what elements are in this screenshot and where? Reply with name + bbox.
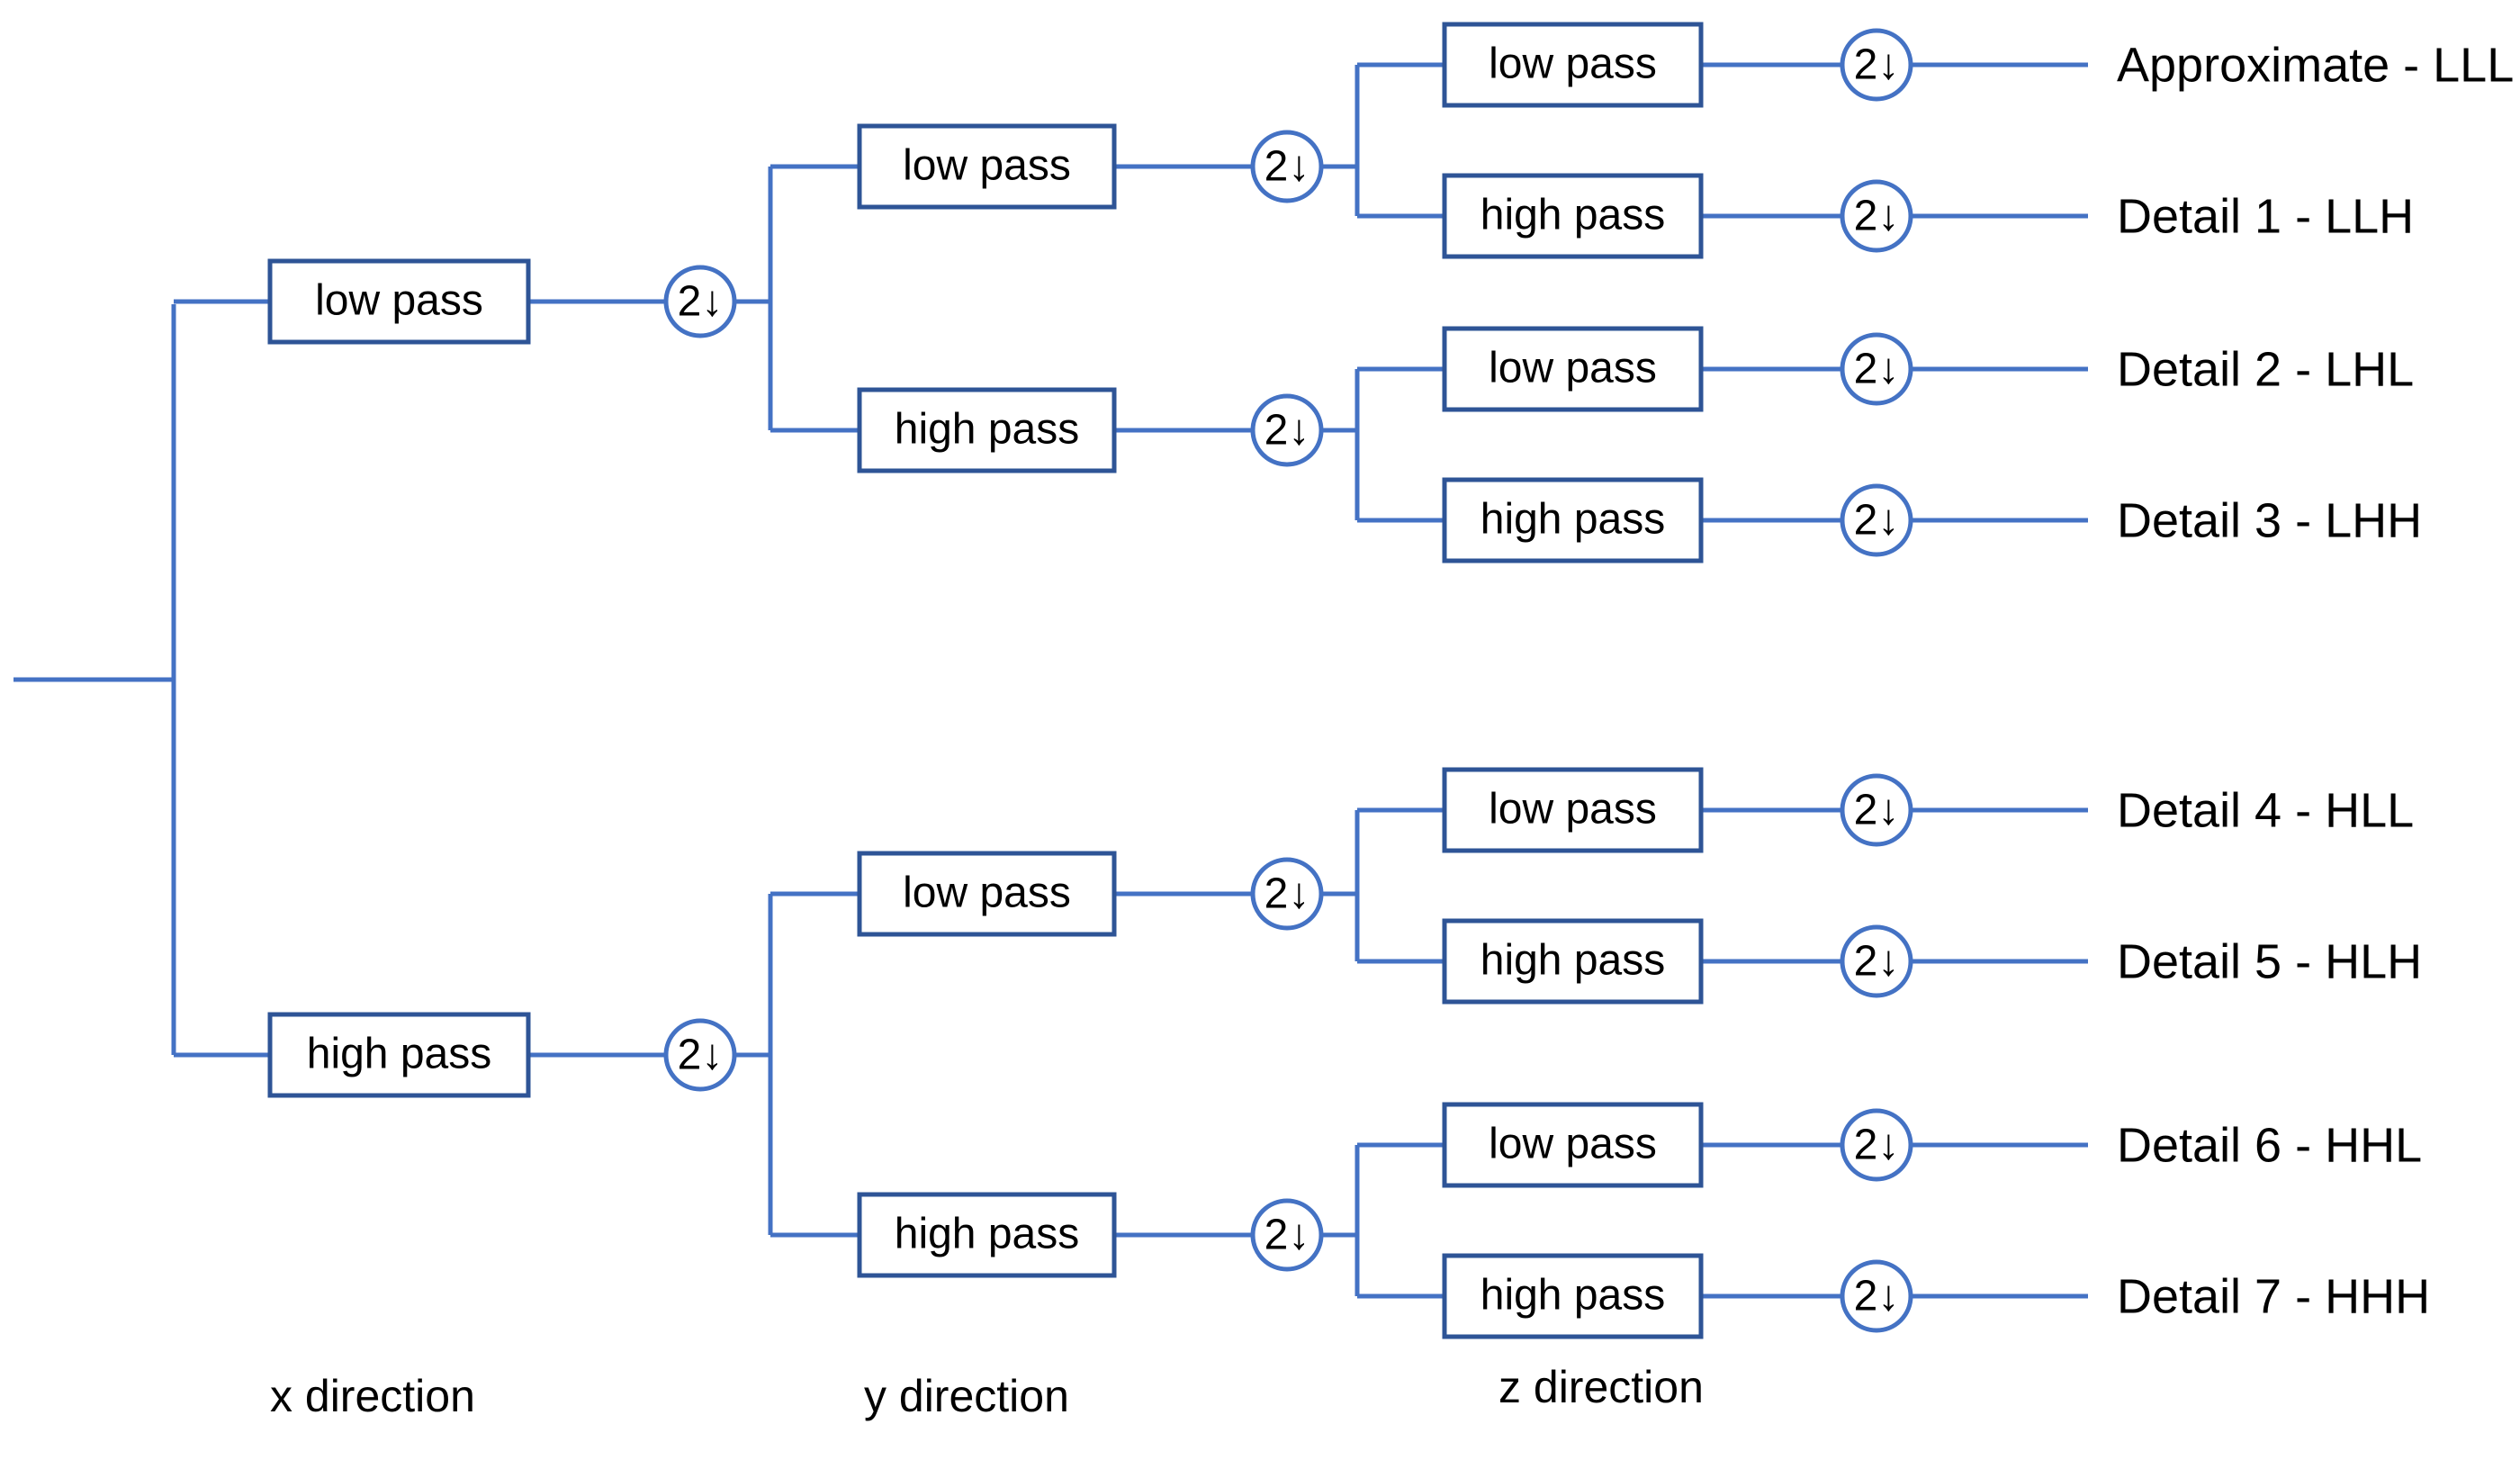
y-low-pass-from-xh-label: low pass xyxy=(903,870,1071,917)
downsampler-y-y-low-pass-from-xh: 2↓ xyxy=(1250,857,1324,931)
x-low-pass-label: low pass xyxy=(315,277,483,325)
z-low-pass-HLL: low pass xyxy=(1442,767,1704,853)
downsampler-z-z-high-pass-HLH-label: 2↓ xyxy=(1854,938,1900,986)
downsampler-z-z-low-pass-LLL-label: 2↓ xyxy=(1854,41,1900,89)
downsampler-y-y-low-pass-from-xl-circle xyxy=(1250,130,1324,203)
downsampler-z-z-low-pass-LHL-label: 2↓ xyxy=(1854,346,1900,393)
downsampler-z-z-high-pass-LHH: 2↓ xyxy=(1840,483,1913,557)
downsampler-y-y-high-pass-from-xh-label: 2↓ xyxy=(1264,1212,1310,1259)
output-approximate-lll: Approximate - LLL xyxy=(2117,38,2514,92)
y-low-pass-from-xl-label: low pass xyxy=(903,142,1071,190)
stage-labels-layer: x direction y direction z direction xyxy=(270,1362,1704,1421)
filter-boxes-layer: low pass high pass low pass high pass low pa… xyxy=(267,22,1704,1339)
downsampler-z-z-high-pass-LLH: 2↓ xyxy=(1840,179,1913,253)
y-low-pass-from-xl: low pass xyxy=(857,123,1117,210)
x-low-pass: low pass xyxy=(267,258,531,345)
z-high-pass-HLH-label: high pass xyxy=(1480,937,1665,985)
downsampler-z-z-low-pass-HLL: 2↓ xyxy=(1840,773,1913,847)
z-high-pass-HHH-label: high pass xyxy=(1480,1272,1665,1320)
z-low-pass-HHL: low pass xyxy=(1442,1102,1704,1188)
y-high-pass-from-xh-rect xyxy=(857,1192,1117,1278)
downsampler-z-z-high-pass-LHH-circle xyxy=(1840,483,1913,557)
downsampler-x-high-label: 2↓ xyxy=(678,1032,724,1079)
downsampler-z-z-high-pass-HHH-circle xyxy=(1840,1259,1913,1333)
downsampler-y-y-low-pass-from-xl: 2↓ xyxy=(1250,130,1324,203)
downsampler-y-y-high-pass-from-xl-label: 2↓ xyxy=(1264,407,1310,455)
downsampler-y-y-high-pass-from-xl-circle xyxy=(1250,393,1324,467)
downsampler-y-y-low-pass-from-xh-circle xyxy=(1250,857,1324,931)
downsampler-y-y-high-pass-from-xl: 2↓ xyxy=(1250,393,1324,467)
z-high-pass-LHH: high pass xyxy=(1442,477,1704,563)
y-high-pass-from-xh-label: high pass xyxy=(895,1211,1079,1258)
downsampler-z-z-low-pass-LHL-circle xyxy=(1840,332,1913,406)
y-low-pass-from-xh: low pass xyxy=(857,851,1117,937)
downsampler-y-y-high-pass-from-xh-circle xyxy=(1250,1198,1324,1272)
stage-label-x-direction: x direction xyxy=(270,1371,475,1421)
z-low-pass-LLL-label: low pass xyxy=(1489,41,1657,88)
downsampler-z-z-high-pass-HLH: 2↓ xyxy=(1840,924,1913,998)
z-low-pass-LLL-rect xyxy=(1442,22,1704,108)
stage-label-y-direction: y direction xyxy=(864,1371,1069,1421)
z-high-pass-LLH: high pass xyxy=(1442,173,1704,259)
z-low-pass-LLL: low pass xyxy=(1442,22,1704,108)
downsampler-z-z-low-pass-HHL: 2↓ xyxy=(1840,1108,1913,1182)
connection-lines-layer xyxy=(14,62,2088,1299)
z-low-pass-HHL-rect xyxy=(1442,1102,1704,1188)
downsampler-z-z-high-pass-HHH: 2↓ xyxy=(1840,1259,1913,1333)
downsampler-y-y-low-pass-from-xl-label: 2↓ xyxy=(1264,143,1310,191)
downsampler-z-z-low-pass-HHL-circle xyxy=(1840,1108,1913,1182)
z-low-pass-LHL: low pass xyxy=(1442,326,1704,412)
x-low-pass-rect xyxy=(267,258,531,345)
x-high-pass-label: high pass xyxy=(307,1031,491,1078)
x-high-pass: high pass xyxy=(267,1012,531,1098)
z-low-pass-LHL-rect xyxy=(1442,326,1704,412)
y-low-pass-from-xh-rect xyxy=(857,851,1117,937)
output-detail-3-lhh: Detail 3 - LHH xyxy=(2117,493,2422,547)
z-high-pass-LLH-label: high pass xyxy=(1480,192,1665,239)
output-detail-5-hlh: Detail 5 - HLH xyxy=(2117,934,2422,988)
output-detail-4-hll: Detail 4 - HLL xyxy=(2117,783,2414,837)
downsampler-z-z-low-pass-HHL-label: 2↓ xyxy=(1854,1122,1900,1169)
output-labels-layer: Approximate - LLL Detail 1 - LLH Detail 2 … xyxy=(2117,38,2514,1323)
downsampler-z-z-high-pass-LLH-circle xyxy=(1840,179,1913,253)
downsampler-z-z-low-pass-LLL: 2↓ xyxy=(1840,28,1913,102)
output-detail-1-llh: Detail 1 - LLH xyxy=(2117,189,2414,243)
y-high-pass-from-xl: high pass xyxy=(857,387,1117,473)
downsampler-x-low-circle xyxy=(663,265,737,338)
downsampler-z-z-high-pass-HLH-circle xyxy=(1840,924,1913,998)
downsampler-y-y-low-pass-from-xh-label: 2↓ xyxy=(1264,870,1310,918)
downsampler-z-z-low-pass-HLL-circle xyxy=(1840,773,1913,847)
output-detail-7-hhh: Detail 7 - HHH xyxy=(2117,1269,2430,1323)
downsampler-z-z-high-pass-LHH-label: 2↓ xyxy=(1854,497,1900,545)
y-high-pass-from-xh: high pass xyxy=(857,1192,1117,1278)
z-low-pass-HHL-label: low pass xyxy=(1489,1121,1657,1168)
downsampler-z-z-low-pass-HLL-label: 2↓ xyxy=(1854,787,1900,834)
z-high-pass-LHH-label: high pass xyxy=(1480,496,1665,544)
downsampler-x-low: 2↓ xyxy=(663,265,737,338)
output-detail-2-lhl: Detail 2 - LHL xyxy=(2117,342,2414,396)
z-high-pass-LLH-rect xyxy=(1442,173,1704,259)
z-high-pass-HLH-rect xyxy=(1442,918,1704,1005)
z-high-pass-HLH: high pass xyxy=(1442,918,1704,1005)
downsampler-x-high-circle xyxy=(663,1018,737,1092)
z-high-pass-HHH: high pass xyxy=(1442,1253,1704,1339)
y-high-pass-from-xl-label: high pass xyxy=(895,406,1079,454)
z-low-pass-HLL-label: low pass xyxy=(1489,786,1657,834)
z-low-pass-HLL-rect xyxy=(1442,767,1704,853)
output-detail-6-hhl: Detail 6 - HHL xyxy=(2117,1118,2422,1172)
downsampler-z-z-high-pass-HHH-label: 2↓ xyxy=(1854,1273,1900,1320)
downsampler-circles-layer: 2↓ 2↓ 2↓ 2↓ 2↓ 2↓ 2↓ 2↓ 2↓ 2↓ 2↓ 2↓ 2↓ 2↓ xyxy=(663,28,1913,1333)
downsampler-x-high: 2↓ xyxy=(663,1018,737,1092)
downsampler-z-z-high-pass-LLH-label: 2↓ xyxy=(1854,193,1900,240)
downsampler-z-z-low-pass-LLL-circle xyxy=(1840,28,1913,102)
stage-label-z-direction: z direction xyxy=(1498,1362,1704,1412)
downsampler-y-y-high-pass-from-xh: 2↓ xyxy=(1250,1198,1324,1272)
z-low-pass-LHL-label: low pass xyxy=(1489,345,1657,392)
downsampler-z-z-low-pass-LHL: 2↓ xyxy=(1840,332,1913,406)
downsampler-x-low-label: 2↓ xyxy=(678,278,724,326)
